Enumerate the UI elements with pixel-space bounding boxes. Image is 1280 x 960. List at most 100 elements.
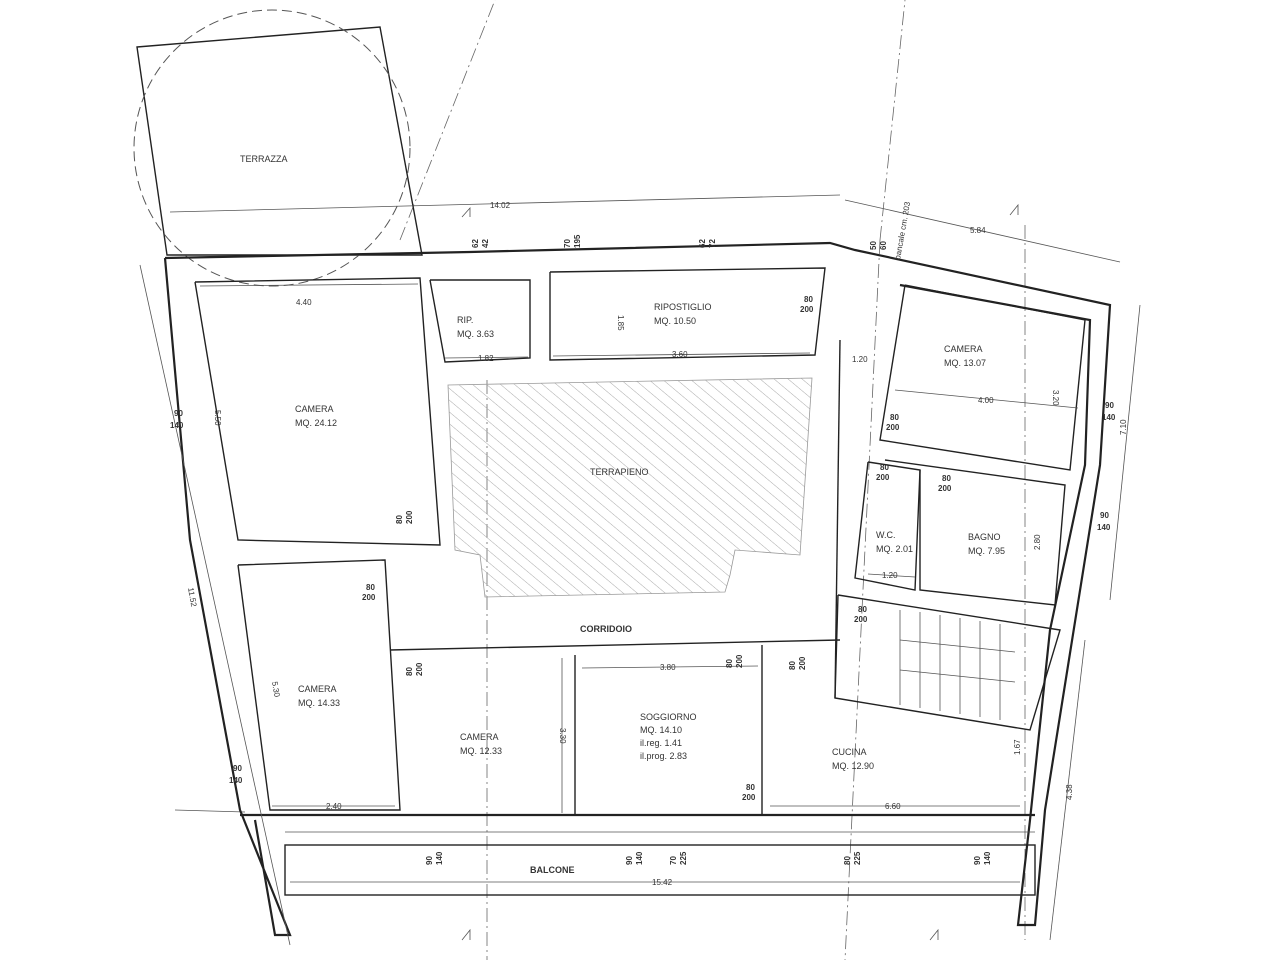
dim-passage-width: 1.20 [852, 355, 868, 364]
svg-text:80: 80 [804, 295, 813, 304]
svg-text:200: 200 [886, 423, 900, 432]
opening-width: 62 [471, 239, 480, 248]
opening-height: 60 [879, 241, 888, 250]
dim-soggiorno-width: 3.80 [660, 663, 676, 672]
svg-text:200: 200 [735, 654, 744, 668]
section-markers [461, 203, 1019, 941]
dim-wc-width: 1.20 [882, 571, 898, 580]
dim-bagno-depth: 2.80 [1033, 534, 1042, 550]
dim-cucina-depth: 1.67 [1013, 739, 1022, 755]
svg-text:140: 140 [983, 851, 992, 865]
section-marker-icon [461, 206, 471, 218]
dim-right-lower: 4.38 [1065, 784, 1074, 800]
svg-text:90: 90 [174, 409, 183, 418]
room-area-camera-3: MQ. 14.33 [298, 698, 340, 708]
svg-text:80: 80 [858, 605, 867, 614]
room-area-soggiorno: MQ. 14.10 [640, 725, 682, 735]
svg-text:80: 80 [880, 463, 889, 472]
svg-text:140: 140 [170, 421, 184, 430]
dim-ripostiglio-width: 3.60 [672, 350, 688, 359]
dim-camera2-width: 4.00 [978, 396, 994, 405]
svg-text:200: 200 [362, 593, 376, 602]
opening-width: 62 [698, 239, 707, 248]
svg-text:200: 200 [798, 656, 807, 670]
opening-height: 42 [481, 239, 490, 248]
dim-top-right: 5.84 [970, 226, 986, 235]
room-area-ripostiglio: MQ. 10.50 [654, 316, 696, 326]
dim-rip-width: 1.82 [478, 354, 494, 363]
dim-camera1-depth: 5.50 [213, 410, 222, 426]
room-name-ripostiglio: RIPOSTIGLIO [654, 302, 712, 312]
room-name-bagno: BAGNO [968, 532, 1001, 542]
room-name-cucina: CUCINA [832, 747, 867, 757]
svg-text:90: 90 [973, 856, 982, 865]
dim-cucina-width: 6.60 [885, 802, 901, 811]
svg-text:200: 200 [938, 484, 952, 493]
svg-text:200: 200 [415, 662, 424, 676]
dim-top-total: 14.02 [490, 201, 511, 210]
opening-width: 50 [869, 241, 878, 250]
dim-camera1-width: 4.40 [296, 298, 312, 307]
room-area-bagno: MQ. 7.95 [968, 546, 1005, 556]
room-labels: RIP. MQ. 3.63 RIPOSTIGLIO MQ. 10.50 CAME… [295, 302, 1005, 875]
dim-camera2-depth: 3.20 [1051, 390, 1060, 406]
svg-text:80: 80 [890, 413, 899, 422]
room-name-camera-4: CAMERA [460, 732, 499, 742]
svg-text:80: 80 [405, 667, 414, 676]
section-marker-icon [1009, 203, 1019, 216]
svg-text:90: 90 [233, 764, 242, 773]
walls [163, 241, 1112, 937]
room-label-terrapieno: TERRAPIENO [590, 467, 649, 477]
opening-height: 72 [708, 239, 717, 248]
room-label-corridoio: CORRIDOIO [580, 624, 632, 634]
svg-text:200: 200 [800, 305, 814, 314]
svg-text:90: 90 [1105, 401, 1114, 410]
section-marker-icon [929, 928, 939, 941]
room-name-camera-2: CAMERA [944, 344, 983, 354]
svg-text:80: 80 [843, 856, 852, 865]
room-area-camera-1: MQ. 24.12 [295, 418, 337, 428]
svg-text:140: 140 [1097, 523, 1111, 532]
room-name-soggiorno: SOGGIORNO [640, 712, 697, 722]
section-marker-icon [461, 928, 471, 941]
svg-text:80: 80 [788, 661, 797, 670]
svg-text:80: 80 [942, 474, 951, 483]
svg-text:140: 140 [635, 851, 644, 865]
svg-text:200: 200 [876, 473, 890, 482]
svg-text:80: 80 [366, 583, 375, 592]
room-name-rip: RIP. [457, 315, 473, 325]
room-name-camera-3: CAMERA [298, 684, 337, 694]
svg-text:90: 90 [425, 856, 434, 865]
opening-width: 70 [563, 239, 572, 248]
svg-text:80: 80 [725, 659, 734, 668]
room-name-camera-1: CAMERA [295, 404, 334, 414]
dim-left-total: 11.52 [186, 587, 198, 608]
room-name-wc: W.C. [876, 530, 896, 540]
svg-text:140: 140 [435, 851, 444, 865]
room-area-wc: MQ. 2.01 [876, 544, 913, 554]
svg-text:80: 80 [746, 783, 755, 792]
svg-text:200: 200 [742, 793, 756, 802]
room-area-rip: MQ. 3.63 [457, 329, 494, 339]
svg-text:140: 140 [229, 776, 243, 785]
dim-balcone-width: 15.42 [652, 878, 673, 887]
opening-height: 195 [573, 234, 582, 248]
svg-text:90: 90 [625, 856, 634, 865]
svg-text:70: 70 [669, 856, 678, 865]
dim-sill: bancale cm. 203 [893, 200, 912, 260]
